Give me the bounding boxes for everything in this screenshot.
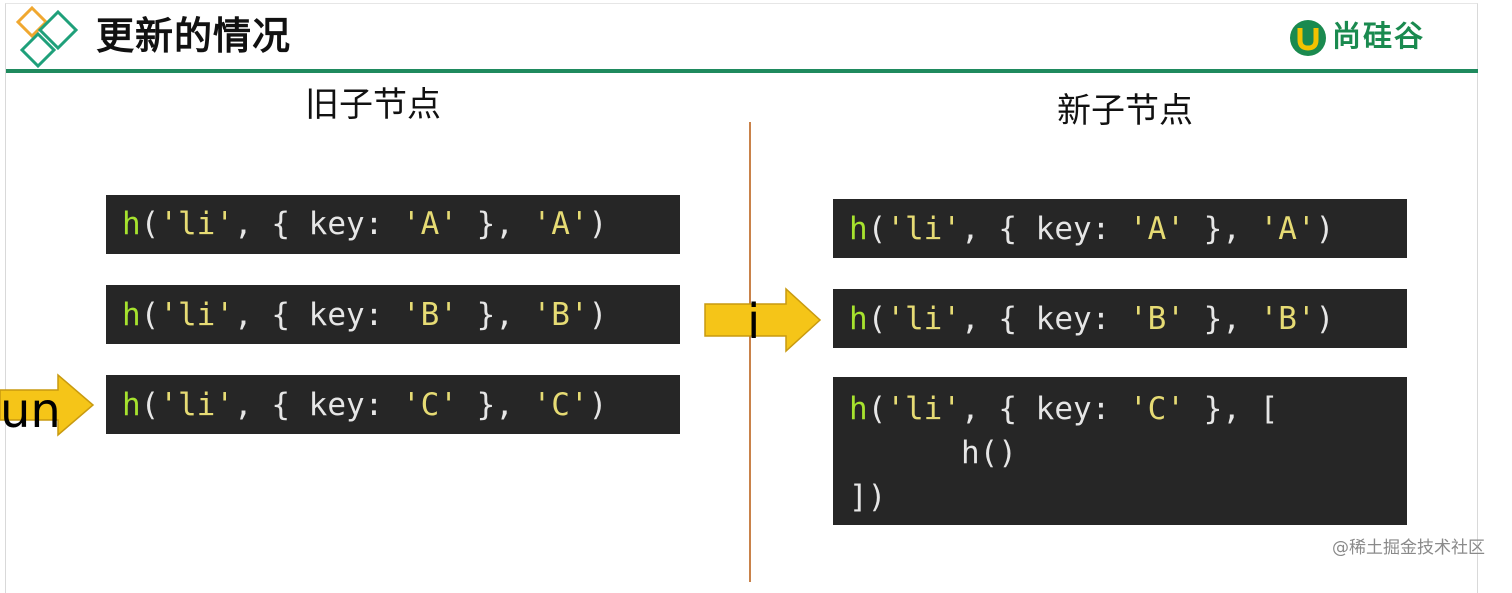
brand-u-icon bbox=[1290, 20, 1326, 56]
new-children-heading: 新子节点 bbox=[1057, 91, 1193, 131]
slide-frame bbox=[5, 3, 1478, 593]
new-pointer-arrow-icon bbox=[704, 287, 822, 353]
new-node-b: h('li', { key: 'B' }, 'B') bbox=[833, 289, 1407, 348]
old-node-a: h('li', { key: 'A' }, 'A') bbox=[106, 195, 680, 254]
brand-name: 尚硅谷 bbox=[1332, 19, 1426, 53]
page-title: 更新的情况 bbox=[96, 14, 292, 58]
diamond-logo-icon bbox=[15, 6, 79, 68]
column-divider bbox=[749, 122, 751, 582]
old-node-c: h('li', { key: 'C' }, 'C') bbox=[106, 375, 680, 434]
old-pointer-label: un bbox=[0, 383, 61, 439]
old-node-b: h('li', { key: 'B' }, 'B') bbox=[106, 285, 680, 344]
new-node-a: h('li', { key: 'A' }, 'A') bbox=[833, 199, 1407, 258]
new-node-c-line2: h() bbox=[849, 435, 1017, 471]
new-node-c: h('li', { key: 'C' }, [ h() ]) bbox=[833, 377, 1407, 525]
new-node-c-line3: ]) bbox=[849, 479, 887, 515]
new-pointer-label: i bbox=[747, 294, 761, 350]
header-divider bbox=[6, 69, 1478, 73]
old-children-heading: 旧子节点 bbox=[305, 85, 441, 125]
old-pointer-arrow-icon bbox=[0, 373, 95, 437]
watermark: @稀土掘金技术社区 bbox=[1332, 538, 1485, 558]
brand-logo: 尚硅谷 bbox=[1288, 16, 1448, 60]
